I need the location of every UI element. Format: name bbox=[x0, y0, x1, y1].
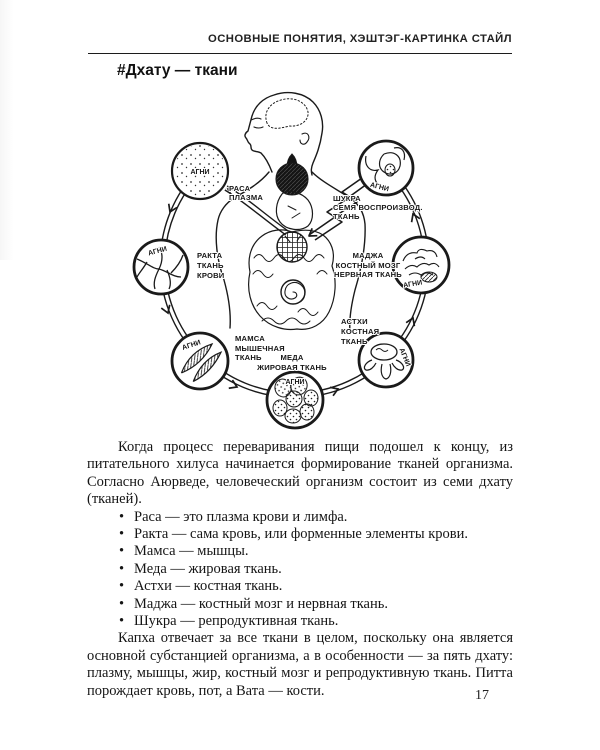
tissue-list-item: Раса — это плазма крови и лимфа. bbox=[87, 509, 513, 527]
brain-dotted-outline bbox=[265, 98, 309, 129]
svg-text:КОСТНАЯ: КОСТНАЯ bbox=[341, 327, 379, 336]
intestines-outline bbox=[248, 229, 336, 331]
svg-text:МЫШЕЧНАЯ: МЫШЕЧНАЯ bbox=[235, 344, 285, 353]
svg-text:ПЛАЗМА: ПЛАЗМА bbox=[229, 193, 263, 202]
ear-line bbox=[299, 132, 310, 145]
svg-text:ТКАНЬ: ТКАНЬ bbox=[333, 212, 360, 221]
scan-edge-shade bbox=[0, 0, 14, 260]
svg-text:НЕРВНАЯ ТКАНЬ: НЕРВНАЯ ТКАНЬ bbox=[334, 270, 402, 279]
svg-text:ЖИРОВАЯ ТКАНЬ: ЖИРОВАЯ ТКАНЬ bbox=[256, 363, 327, 372]
human-digestive-system-icon bbox=[215, 91, 366, 333]
tissue-list-item: Меда — жировая ткань. bbox=[87, 561, 513, 579]
node-mamsa: АГНИ bbox=[170, 331, 230, 391]
dhatu-cycle-diagram: АГНИ АГНИ АГНИ bbox=[132, 91, 451, 430]
node-madzha: АГНИ bbox=[391, 235, 451, 295]
body-text: Когда процесс переваривания пищи подошел… bbox=[87, 439, 513, 700]
svg-text:ТКАНЬ: ТКАНЬ bbox=[341, 337, 368, 346]
node-shukra: АГНИ bbox=[357, 139, 415, 197]
chyle-tube bbox=[224, 184, 289, 236]
svg-text:ТКАНЬ: ТКАНЬ bbox=[235, 353, 262, 362]
tissue-list-item: Ракта — сама кровь, или форменные элемен… bbox=[87, 526, 513, 544]
node-asthi-label: АСТХИ bbox=[341, 317, 368, 326]
header-rule bbox=[88, 53, 512, 54]
node-mamsa-label: МАМСА bbox=[235, 334, 265, 343]
stomach-outline bbox=[275, 190, 314, 231]
tissue-list-item: Мамса — мышцы. bbox=[87, 543, 513, 561]
svg-text:ТКАНЬ: ТКАНЬ bbox=[197, 261, 224, 270]
node-madzha-label: МАДЖА bbox=[353, 251, 384, 260]
tissue-list-item: Шукра — репродуктивная ткань. bbox=[87, 613, 513, 631]
node-rakta-label: РАКТА bbox=[197, 251, 223, 260]
node-rasa: АГНИ bbox=[170, 141, 230, 201]
tissue-list-item: Астхи — костная ткань. bbox=[87, 578, 513, 596]
node-rakta: АГНИ bbox=[132, 238, 190, 296]
node-asthi: АГНИ bbox=[357, 331, 415, 389]
villi-organ bbox=[276, 231, 308, 263]
node-meda-label: МЕДА bbox=[280, 353, 303, 362]
agni-label: АГНИ bbox=[285, 379, 304, 386]
svg-text:КОСТНЫЙ МОЗГ: КОСТНЫЙ МОЗГ bbox=[336, 261, 401, 270]
running-head: ОСНОВНЫЕ ПОНЯТИЯ, ХЭШТЭГ-КАРТИНКА СТАЙЛ bbox=[208, 33, 512, 45]
chest-organ-dark bbox=[275, 162, 309, 196]
tissue-list: Раса — это плазма крови и лимфа. Ракта —… bbox=[87, 509, 513, 631]
page-title: #Дхату — ткани bbox=[117, 62, 238, 79]
page-number: 17 bbox=[475, 688, 489, 703]
node-rasa-label: РАСА bbox=[229, 184, 251, 193]
svg-text:КРОВИ: КРОВИ bbox=[197, 271, 224, 280]
node-shukra-label: ШУКРА bbox=[333, 194, 361, 203]
agni-label: АГНИ bbox=[190, 169, 209, 176]
paragraph: Капха отвечает за все ткани в целом, пос… bbox=[87, 630, 513, 699]
svg-text:СЕМЯ ВОСПРОИЗВОД.: СЕМЯ ВОСПРОИЗВОД. bbox=[333, 203, 423, 212]
node-labels: РАСА ПЛАЗМА ШУКРА СЕМЯ ВОСПРОИЗВОД. ТКАН… bbox=[196, 183, 424, 373]
tissue-list-item: Маджа — костный мозг и нервная ткань. bbox=[87, 596, 513, 614]
node-meda: АГНИ bbox=[265, 370, 325, 430]
eye-line bbox=[253, 126, 264, 129]
paragraph: Когда процесс переваривания пищи подошел… bbox=[87, 439, 513, 508]
